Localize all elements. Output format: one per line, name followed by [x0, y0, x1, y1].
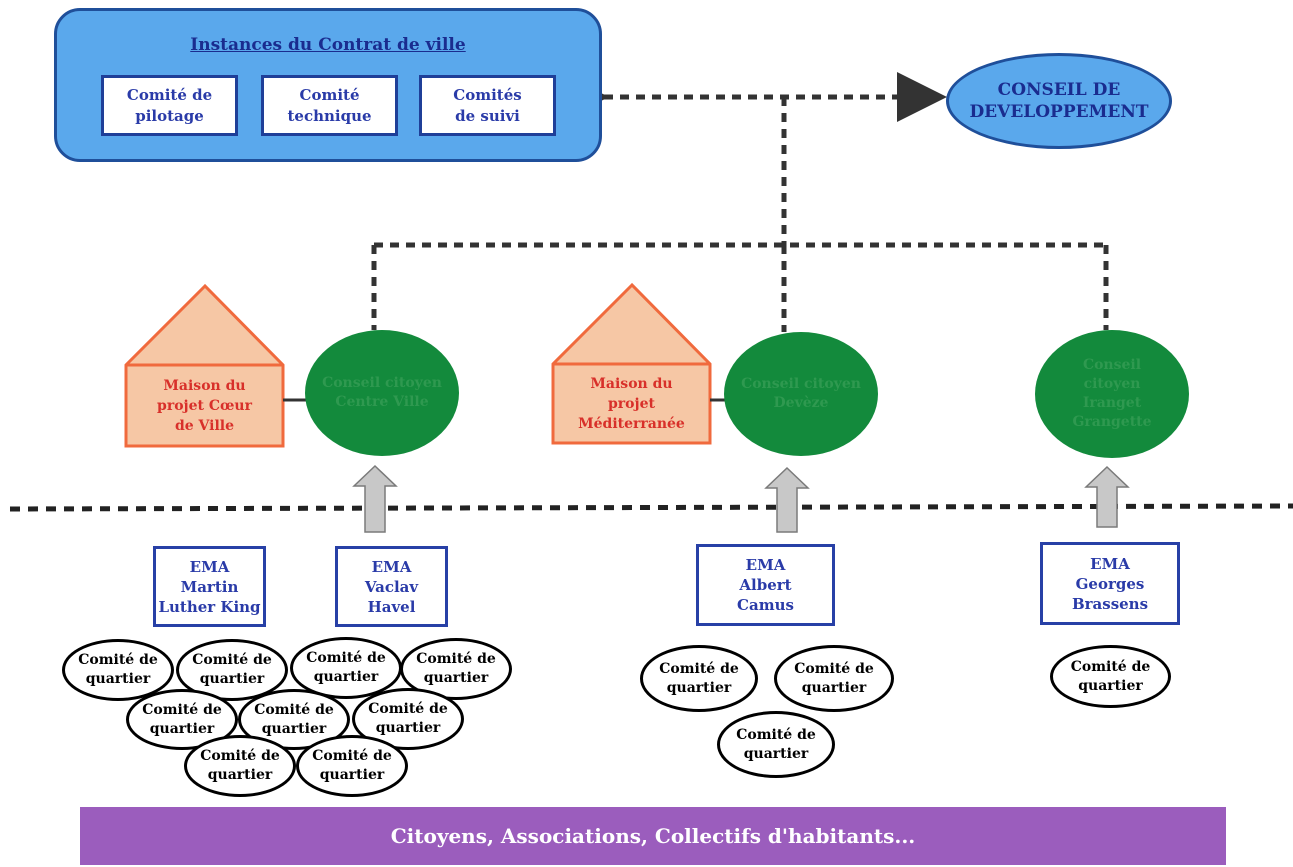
up-arrow-icon [1084, 465, 1130, 528]
house-mediterranee [551, 282, 712, 445]
house-coeur-de-ville [124, 283, 285, 448]
ema-albert-camus: EMA Albert Camus [696, 544, 835, 626]
up-arrow-icon [352, 464, 398, 533]
ema-martin-luther-king: EMA Martin Luther King [153, 546, 266, 627]
separator-line [9, 503, 1293, 512]
ema-georges-brassens: EMA Georges Brassens [1040, 542, 1180, 625]
citizens-banner: Citoyens, Associations, Collectifs d'hab… [80, 807, 1226, 865]
up-arrow-icon [764, 466, 810, 533]
ema-vaclav-havel: EMA Vaclav Havel [335, 546, 448, 627]
instances-title: Instances du Contrat de ville [190, 35, 466, 55]
